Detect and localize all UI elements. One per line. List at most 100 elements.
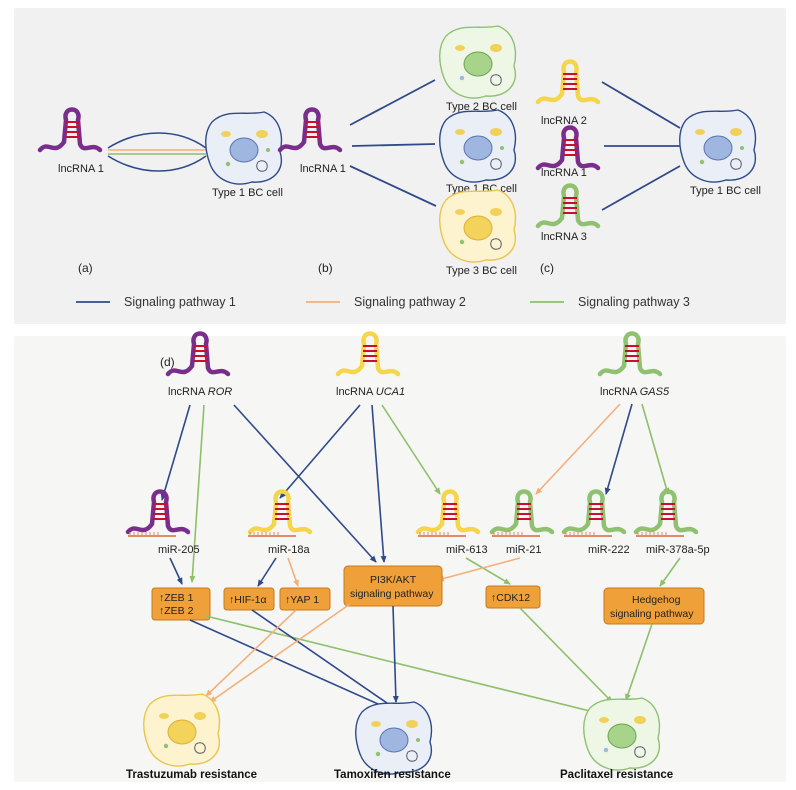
box-zeb2-label: ↑ZEB 2 <box>159 605 194 617</box>
lncrna-uca1-name: UCA1 <box>376 386 405 398</box>
mir222-strand <box>563 531 613 537</box>
lncrna-3-glyph <box>538 186 598 227</box>
arrow-uca1-to-mir18a <box>279 404 361 499</box>
b-line-to-type2 <box>349 79 436 126</box>
lncrna-1-label-a: lncRNA 1 <box>58 163 104 175</box>
b-line-to-type3 <box>349 165 437 207</box>
type1-cell-icon-a <box>205 111 283 185</box>
legend-label-pathway3: Signaling pathway 3 <box>578 295 690 309</box>
arrows-mirna <box>169 557 681 587</box>
lncrna-2-label: lncRNA 2 <box>541 115 587 127</box>
arrow-zeb-to-paclitaxel <box>205 615 611 718</box>
panel-d-label: (d) <box>160 355 175 369</box>
pathway1-curve-bottom <box>107 155 207 172</box>
type3-cell-label: Type 3 BC cell <box>446 265 517 277</box>
lncrna-1-glyph-a <box>40 110 100 151</box>
mir21-strand <box>491 531 541 537</box>
box-pi3k: PI3K/AKT signaling pathway <box>343 565 443 607</box>
mir205-complex-glyph <box>128 492 188 533</box>
arrow-hif-to-tamoxifen <box>251 609 401 713</box>
arrow-pi3k-to-trastuzumab <box>209 603 351 703</box>
panel-a: lncRNA 1 Type 1 BC cell (a) <box>40 110 283 275</box>
mir613-label: miR-613 <box>446 544 488 556</box>
box-hedgehog-line1: Hedgehog <box>632 594 681 606</box>
arrow-mir378-to-hedgehog <box>659 557 681 587</box>
lncrna-gas5-name: GAS5 <box>640 386 670 398</box>
mir205-strand <box>127 531 177 537</box>
mir378-strand <box>635 531 685 537</box>
lncrna-ror-label: lncRNA ROR <box>168 386 232 398</box>
mir222-complex-glyph <box>564 492 624 533</box>
box-zeb1-label: ↑ZEB 1 <box>159 592 194 604</box>
mir613-complex-glyph <box>418 492 478 533</box>
lncrna-uca1-glyph <box>338 334 398 375</box>
arrow-ror-to-mir205 <box>160 404 191 501</box>
arrow-gas5-to-mir222 <box>604 403 633 495</box>
mir205-label: miR-205 <box>158 544 200 556</box>
pathway1-curve-top <box>107 132 207 149</box>
c-line-from-lnc2 <box>601 81 681 129</box>
lncrna-uca1-label: lncRNA UCA1 <box>336 386 405 398</box>
lncrna-uca1-prefix: lncRNA <box>336 386 376 398</box>
arrow-yap-to-trastuzumab <box>205 609 297 697</box>
arrow-mir21-to-pi3k <box>437 557 521 582</box>
mir378-complex-glyph <box>636 492 696 533</box>
lncrna-ror-name: ROR <box>208 386 233 398</box>
tamoxifen-resistance-label: Tamoxifen resistance <box>334 769 451 781</box>
trastuzumab-resistance-label: Trastuzumab resistance <box>126 769 257 781</box>
lncrna-1-label-c: lncRNA 1 <box>541 167 587 179</box>
arrow-mir18a-to-hif <box>257 557 277 587</box>
panel-c-label: (c) <box>540 261 554 275</box>
type3-cell-icon <box>439 189 517 263</box>
lncrna-gas5-label: lncRNA GAS5 <box>600 386 670 398</box>
box-hif: ↑HIF-1α <box>223 587 275 611</box>
lncrna-ror-prefix: lncRNA <box>168 386 208 398</box>
box-zeb: ↑ZEB 1 ↑ZEB 2 <box>151 587 211 621</box>
mir21-complex-glyph <box>492 492 552 533</box>
type1-cell-label-c: Type 1 BC cell <box>690 185 761 197</box>
arrow-mir613-to-cdk12 <box>465 557 511 585</box>
arrows-lncrna <box>160 403 670 583</box>
paclitaxel-resistance-label: Paclitaxel resistance <box>560 769 673 781</box>
legend: Signaling pathway 1 Signaling pathway 2 … <box>76 295 690 309</box>
box-hedgehog: Hedgehog signaling pathway <box>603 587 705 625</box>
box-cdk12-label: ↑CDK12 <box>491 592 530 604</box>
box-hedgehog-line2: signaling pathway <box>610 608 694 620</box>
panel-top-background <box>14 8 786 324</box>
arrow-pi3k-to-tamoxifen <box>392 605 399 703</box>
mir21-label: miR-21 <box>506 544 541 556</box>
mir378-label: miR-378a-5p <box>646 544 710 556</box>
lncrna-gas5-glyph <box>600 334 660 375</box>
arrow-gas5-to-mir21 <box>535 403 621 495</box>
type2-cell-icon <box>439 25 517 99</box>
mir18a-label: miR-18a <box>268 544 310 556</box>
box-hif-label: ↑HIF-1α <box>229 594 267 606</box>
arrow-ror-to-zeb <box>189 404 205 583</box>
arrow-zeb-to-tamoxifen <box>189 619 397 713</box>
lncrna-2-glyph <box>538 62 598 103</box>
lncrna-1-glyph-c <box>538 128 598 169</box>
arrow-gas5-to-mir378 <box>641 403 670 495</box>
lncrna-1-label-b: lncRNA 1 <box>300 163 346 175</box>
arrow-uca1-to-pi3k <box>371 404 387 563</box>
arrow-hedgehog-to-paclitaxel <box>625 623 653 701</box>
panel-b-label: (b) <box>318 261 333 275</box>
arrow-mir18a-to-yap <box>287 557 299 587</box>
box-yap-label: ↑YAP 1 <box>285 594 319 606</box>
legend-label-pathway1: Signaling pathway 1 <box>124 295 236 309</box>
trastuzumab-cell-icon <box>143 693 221 767</box>
arrow-mir205-to-zeb <box>169 557 183 585</box>
box-cdk12: ↑CDK12 <box>485 585 541 609</box>
lncrna-3-label: lncRNA 3 <box>541 231 587 243</box>
paclitaxel-cell-icon <box>583 697 661 771</box>
box-pi3k-line1: PI3K/AKT <box>370 574 417 586</box>
lncrna-gas5-prefix: lncRNA <box>600 386 640 398</box>
arrow-uca1-to-mir613 <box>381 404 441 495</box>
arrows-to-resistance <box>189 603 653 718</box>
lncrna-1-glyph-b <box>280 110 340 151</box>
box-yap: ↑YAP 1 <box>279 587 331 611</box>
b-line-to-type1 <box>351 143 436 147</box>
panel-b: lncRNA 1 Type 2 BC cell Type 1 BC cell T… <box>280 25 517 277</box>
